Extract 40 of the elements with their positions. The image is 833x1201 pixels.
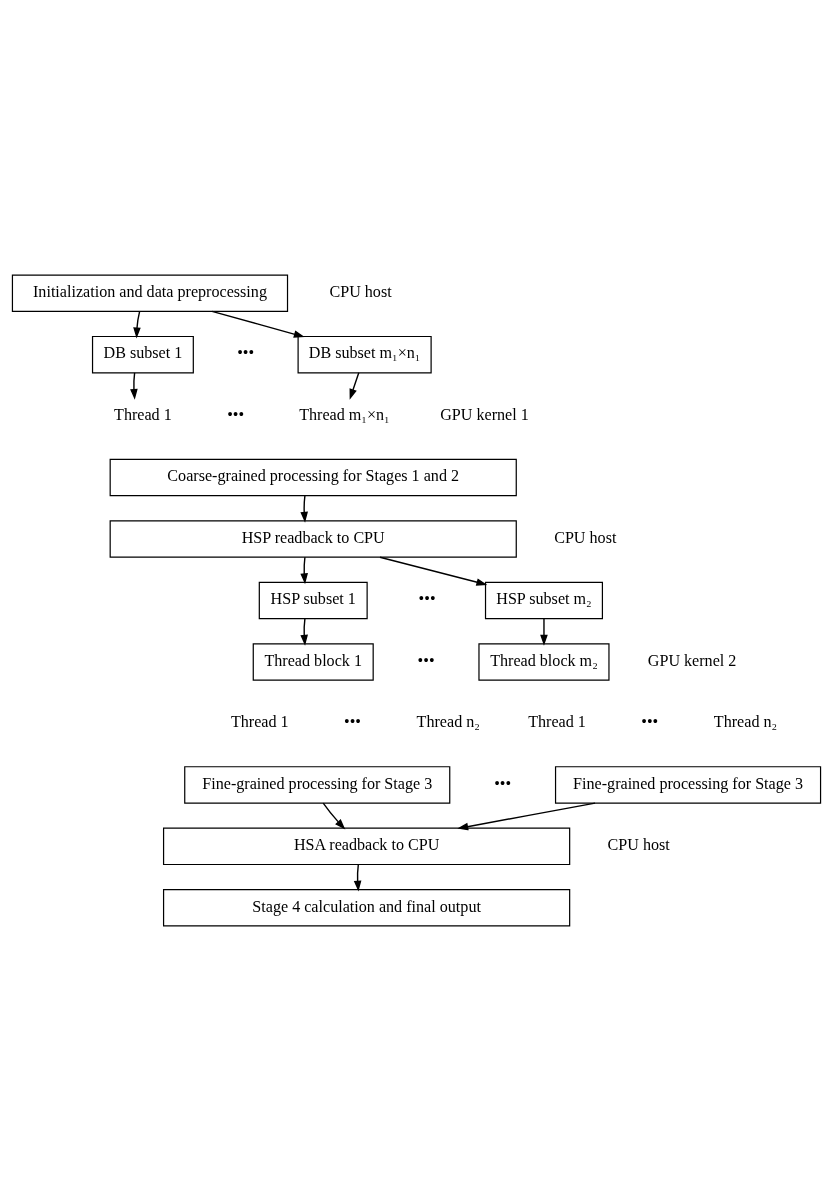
label: Thread 1 xyxy=(230,713,289,731)
label: Thread n₂ xyxy=(416,713,480,731)
label: GPU kernel 1 xyxy=(440,405,529,423)
node-box: DB subset 1 xyxy=(91,335,194,374)
label: CPU host xyxy=(607,836,670,854)
arrow xyxy=(211,310,305,338)
node-box: HSP subset m₂ xyxy=(484,581,603,620)
node-text: Thread 1 xyxy=(114,405,172,423)
arrow xyxy=(349,372,360,400)
label: ••• xyxy=(237,344,255,362)
arrow xyxy=(130,372,138,400)
node-box: Fine-grained processing for Stage 3 xyxy=(554,766,822,804)
arrow xyxy=(133,310,141,339)
node-box: Stage 4 calculation and final output xyxy=(162,889,571,927)
label: GPU kernel 2 xyxy=(647,651,737,669)
label: ••• xyxy=(344,713,361,731)
node-box: Thread block 1 xyxy=(252,643,374,681)
node-box: Thread block m₂ xyxy=(478,643,610,681)
label: ••• xyxy=(227,405,245,423)
label: ••• xyxy=(417,651,435,669)
arrow xyxy=(300,495,308,523)
label: CPU host xyxy=(329,283,392,300)
node-box: Fine-grained processing for Stage 3 xyxy=(184,766,451,804)
node-box: HSP subset 1 xyxy=(258,581,368,620)
node-box: HSP readback to CPU xyxy=(109,520,517,558)
label: CPU host xyxy=(554,528,617,546)
label: ••• xyxy=(418,590,436,608)
node-box: HSA readback to CPU xyxy=(162,827,571,866)
arrow xyxy=(457,802,596,831)
node-box: Coarse-grained processing for Stages 1 and 2 xyxy=(109,458,517,497)
node-text: Thread m₁×n₁ xyxy=(299,405,390,423)
node-box: Initialization and data preprocessing xyxy=(11,274,289,312)
arrow xyxy=(322,802,346,830)
arrow xyxy=(379,556,488,586)
label: ••• xyxy=(494,774,512,792)
label: ••• xyxy=(641,713,659,731)
arrow xyxy=(540,618,548,646)
node-box: DB subset m₁×n₁ xyxy=(297,335,432,374)
label: Thread 1 xyxy=(528,713,586,731)
label: Thread n₂ xyxy=(713,713,778,731)
